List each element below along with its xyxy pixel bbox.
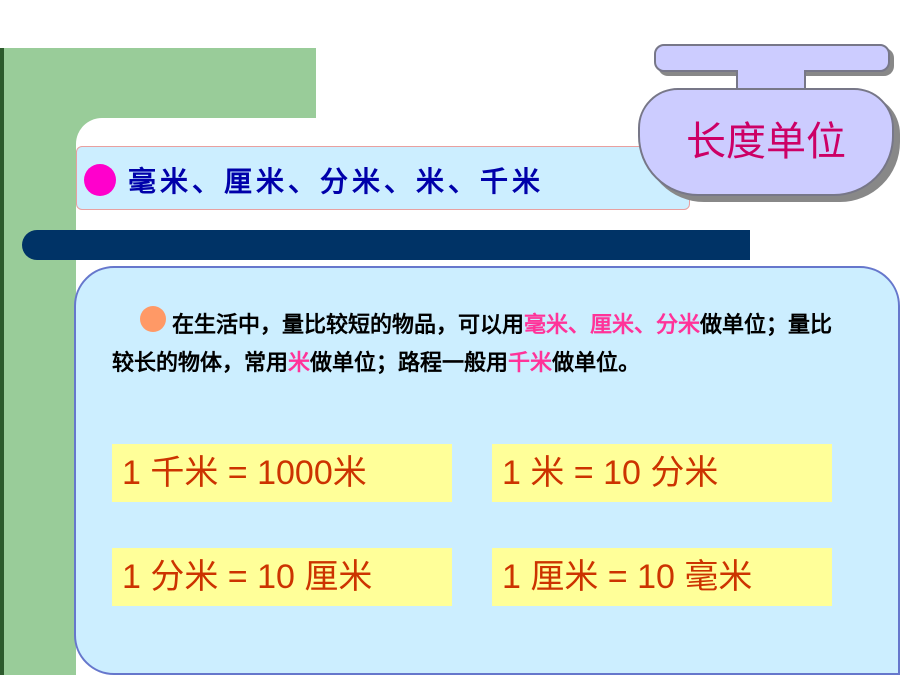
conversion-km-m: 1 千米 = 1000米: [112, 444, 452, 502]
conversion-dm-cm: 1 分米 = 10 厘米: [112, 548, 452, 606]
para-text-4: 做单位。: [552, 350, 641, 376]
para-highlight-meter: 米: [288, 350, 311, 376]
paragraph-bullet-icon: [140, 306, 166, 332]
header-title: 毫米、厘米、分米、米、千米: [128, 165, 545, 198]
para-text-2: 做单位；量比较长的物体，常用: [112, 312, 833, 376]
conversion-m-dm: 1 米 = 10 分米: [492, 444, 832, 502]
bullet-dot-icon: [84, 164, 116, 196]
para-text-1: 在生活中，量比较短的物品，可以用: [172, 312, 525, 338]
description-paragraph: 在生活中，量比较短的物品，可以用毫米、厘米、分米做单位；量比较长的物体，常用米做…: [112, 306, 852, 382]
badge-title: 长度单位: [686, 119, 846, 165]
para-text-3: 做单位；路程一般用: [310, 350, 509, 376]
green-left-edge: [0, 48, 4, 675]
divider-stripe: [22, 230, 750, 260]
badge-plate-top: [654, 44, 890, 72]
para-highlight-kilometer: 千米: [508, 350, 553, 376]
header-bar: [76, 146, 690, 210]
para-highlight-small-units: 毫米、厘米、分米: [524, 312, 701, 338]
conversion-cm-mm: 1 厘米 = 10 毫米: [492, 548, 832, 606]
badge-plate-body: [638, 88, 894, 196]
badge-plate-stem: [736, 70, 806, 92]
